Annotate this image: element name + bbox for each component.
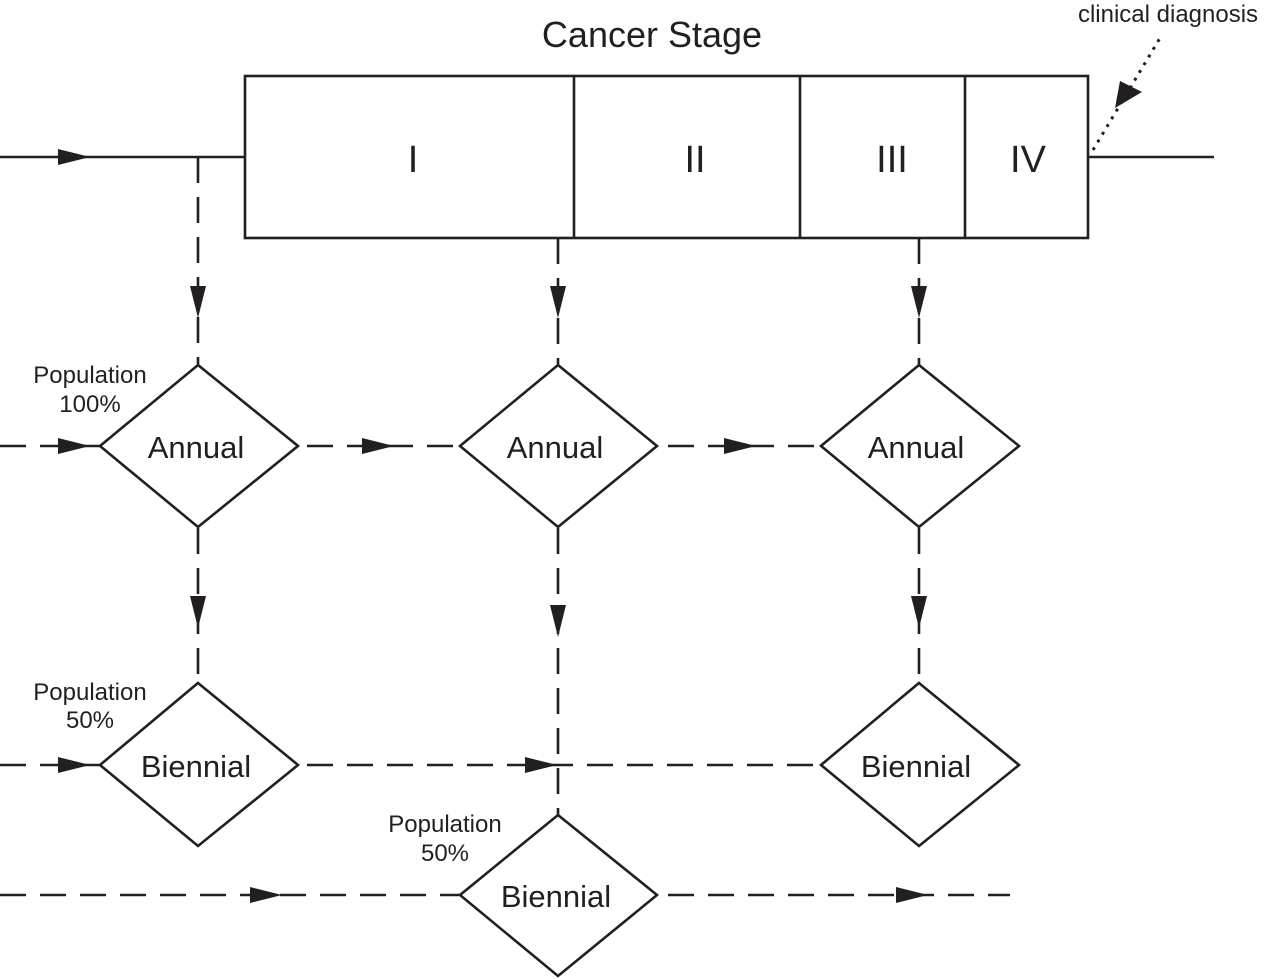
arrowhead-right [58, 757, 90, 773]
biennial-node-1-label: Biennial [141, 749, 251, 784]
biennial-node-3-label: Biennial [861, 749, 971, 784]
arrowhead-down [190, 596, 206, 628]
biennial-node-1: Biennial [97, 681, 301, 848]
population-50-label: Population [33, 679, 146, 706]
population-100-value: 100% [59, 391, 120, 418]
annual-node-3-label: Annual [868, 430, 965, 465]
annual-node-2-label: Annual [507, 430, 604, 465]
stage-box [243, 74, 1090, 240]
clinical-diagnosis-arrowhead [1115, 81, 1142, 108]
arrowhead-right [58, 438, 90, 454]
arrowhead-down [550, 286, 566, 318]
annual-node-1: Annual [97, 363, 301, 529]
arrowhead-right [362, 438, 394, 454]
stage-label-4: IV [1010, 139, 1047, 181]
population-100-label: Population [33, 362, 146, 389]
biennial-node-2-label: Biennial [501, 879, 611, 914]
arrowhead-right [525, 757, 557, 773]
stage-label-2: II [684, 139, 705, 181]
stage-label-1: I [408, 139, 419, 181]
stage-label-3: III [876, 139, 908, 181]
arrowhead-down [190, 286, 206, 318]
biennial-node-2: Biennial [457, 813, 660, 978]
timeline-arrowhead [58, 149, 90, 165]
arrowhead-down [550, 605, 566, 637]
annual-node-2: Annual [457, 363, 660, 529]
annual-node-1-label: Annual [148, 430, 245, 465]
population-50-value: 50% [66, 707, 114, 734]
arrowhead-down [911, 286, 927, 318]
diagram-title: Cancer Stage [542, 14, 762, 55]
biennial-node-3: Biennial [818, 681, 1022, 848]
population-50-label: Population [388, 811, 501, 838]
arrowhead-right [724, 438, 756, 454]
clinical-diagnosis-label: clinical diagnosis [1078, 1, 1258, 28]
arrowhead-down [911, 596, 927, 628]
arrowhead-right [896, 887, 928, 903]
arrowhead-right [250, 887, 282, 903]
annual-node-3: Annual [818, 363, 1022, 529]
population-50-value: 50% [421, 840, 469, 867]
